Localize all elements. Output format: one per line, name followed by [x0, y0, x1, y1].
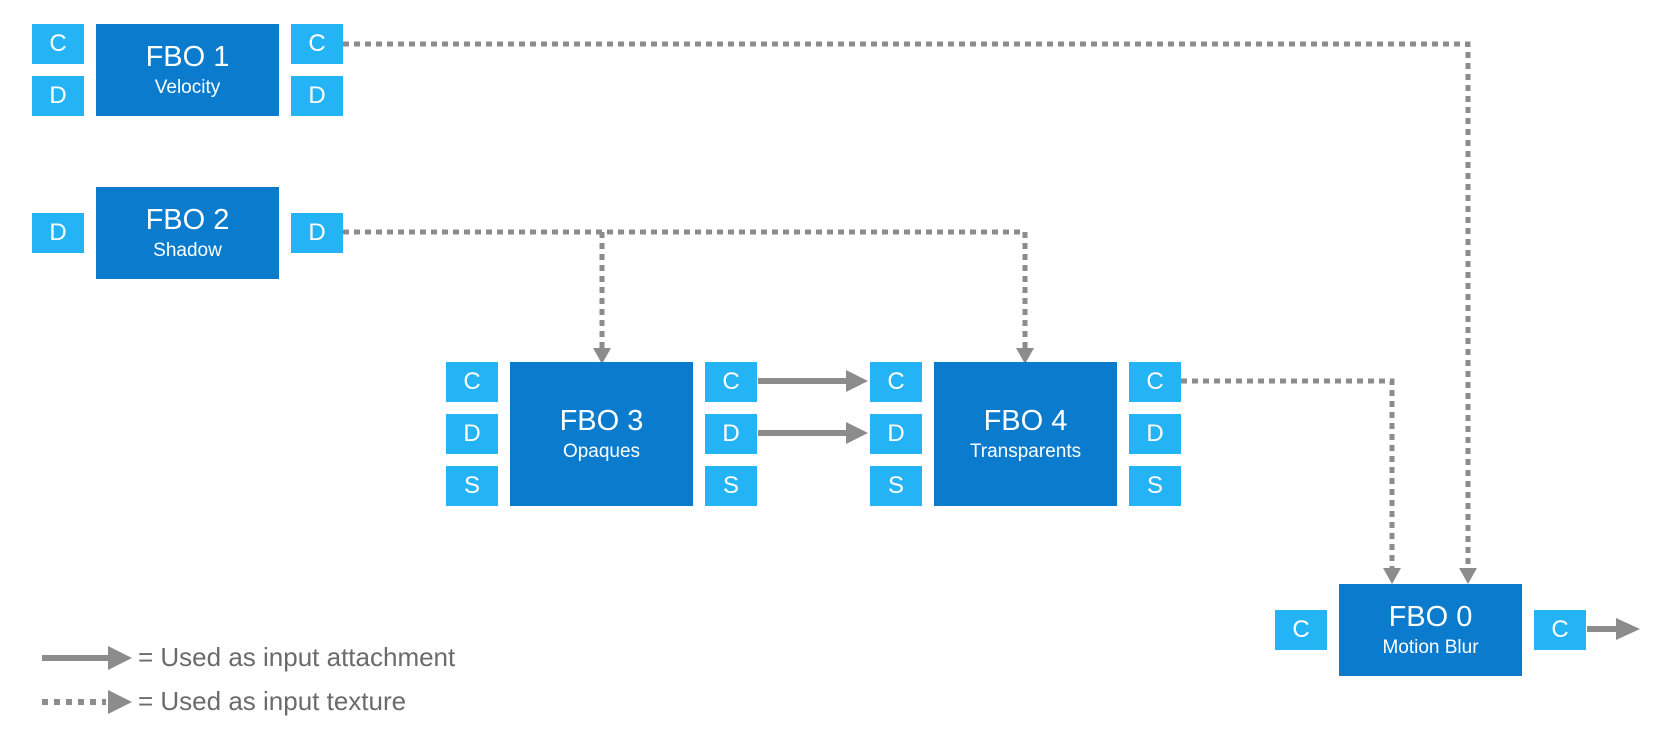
fbo3-title: FBO 3	[559, 405, 644, 437]
legend-dotted-arrowhead	[108, 690, 132, 714]
arrowhead-fbo4-top	[1016, 348, 1034, 364]
fbo0-title: FBO 0	[1388, 601, 1473, 633]
texture-link-fbo2-to-fbo4	[343, 229, 1028, 350]
fbo3-depth-output: D	[705, 414, 757, 454]
fbo2-depth-output: D	[291, 213, 343, 253]
fbo1-title: FBO 1	[145, 41, 230, 73]
fbo2-title: FBO 2	[145, 204, 230, 236]
fbo0-color-input: C	[1275, 610, 1327, 650]
fbo1-color-output: C	[291, 24, 343, 64]
arrowhead-fbo0-left-top	[1383, 568, 1401, 584]
fbo4-color-input: C	[870, 362, 922, 402]
texture-link-fbo1-to-fbo0	[343, 41, 1471, 570]
arrowhead-depth	[846, 422, 868, 444]
fbo3-color-output: C	[705, 362, 757, 402]
fbo2-block: FBO 2 Shadow	[96, 187, 279, 279]
fbo1-depth-input: D	[32, 76, 84, 116]
fbo1-subtitle: Velocity	[154, 77, 221, 98]
fbo3-subtitle: Opaques	[562, 441, 641, 462]
fbo0-color-output: C	[1534, 610, 1586, 650]
fbo4-depth-output: D	[1129, 414, 1181, 454]
fbo1-color-input: C	[32, 24, 84, 64]
fbo0-subtitle: Motion Blur	[1382, 637, 1479, 658]
fbo2-subtitle: Shadow	[153, 240, 222, 261]
fbo4-title: FBO 4	[983, 405, 1068, 437]
fbo3-stencil-input: S	[446, 466, 498, 506]
fbo1-depth-output: D	[291, 76, 343, 116]
texture-link-fbo4-to-fbo0	[1181, 378, 1395, 570]
arrowhead-output	[1616, 618, 1640, 640]
fbo3-depth-input: D	[446, 414, 498, 454]
fbo3-color-input: C	[446, 362, 498, 402]
fbo3-block: FBO 3 Opaques	[510, 362, 693, 506]
legend-dotted-label: = Used as input texture	[138, 686, 407, 716]
fbo4-color-output: C	[1129, 362, 1181, 402]
fbo2-depth-input: D	[32, 213, 84, 253]
fbo4-stencil-input: S	[870, 466, 922, 506]
fbo4-depth-input: D	[870, 414, 922, 454]
fbo4-subtitle: Transparents	[969, 441, 1082, 462]
fbo0-block: FBO 0 Motion Blur	[1339, 584, 1522, 676]
fbo4-block: FBO 4 Transparents	[934, 362, 1117, 506]
fbo4-stencil-output: S	[1129, 466, 1181, 506]
arrowhead-color	[846, 370, 868, 392]
legend-solid-label: = Used as input attachment	[138, 642, 456, 672]
arrowhead-fbo3-top	[593, 348, 611, 364]
fbo3-stencil-output: S	[705, 466, 757, 506]
fbo1-block: FBO 1 Velocity	[96, 24, 279, 116]
arrowhead-fbo0-right-top	[1459, 568, 1477, 584]
legend-solid-arrowhead	[108, 646, 132, 670]
